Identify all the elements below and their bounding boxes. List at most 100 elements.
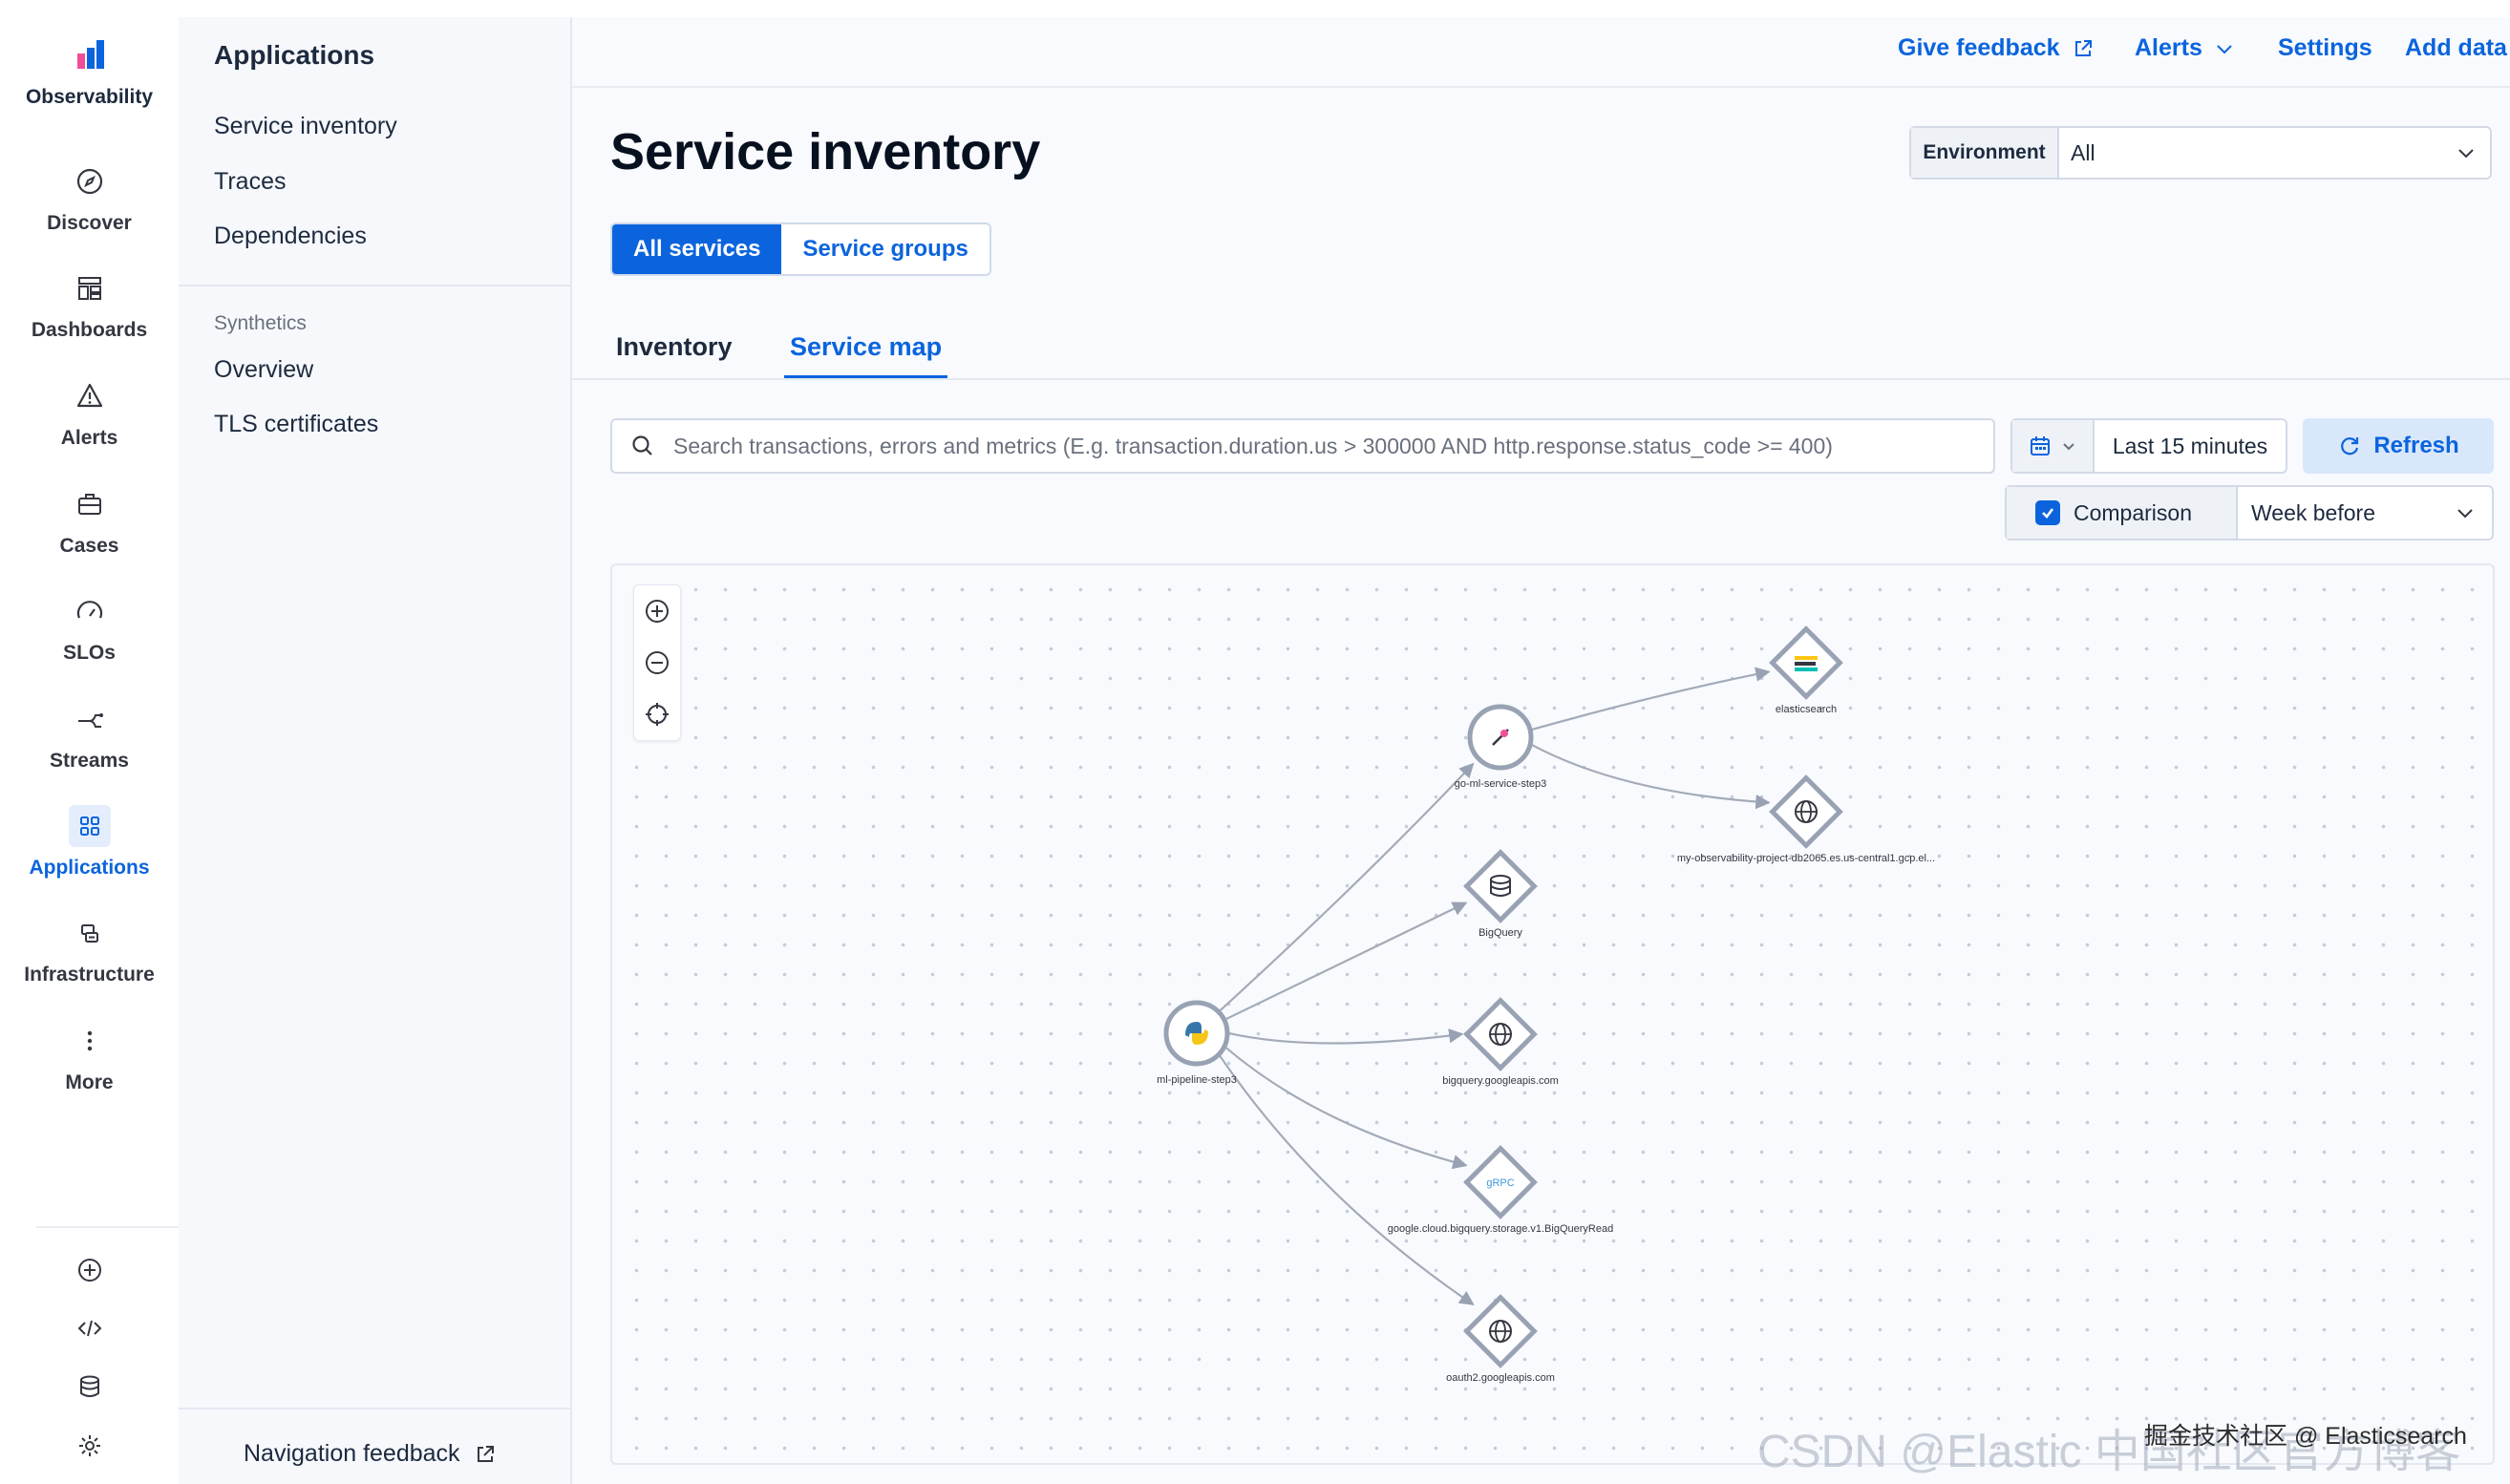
map-node-label: bigquery.googleapis.com xyxy=(1442,1075,1558,1087)
alerts-menu[interactable]: Alerts xyxy=(2135,34,2235,62)
rail-item-infrastructure[interactable]: Infrastructure xyxy=(0,912,179,986)
search-icon xyxy=(632,435,652,456)
rail-item-more[interactable]: More xyxy=(0,1020,179,1094)
map-zoom-controls xyxy=(633,584,681,741)
brand-label: Observability xyxy=(25,86,154,108)
search-input[interactable] xyxy=(673,433,1993,459)
subnav-link-overview[interactable]: Overview xyxy=(214,356,314,383)
tab-service-map[interactable]: Service map xyxy=(784,332,948,379)
watermark-overlay: 掘金技术社区 @ Elasticsearch xyxy=(2144,1423,2467,1450)
chevron-down-icon xyxy=(2458,149,2474,159)
subnav-link-dependencies[interactable]: Dependencies xyxy=(214,223,367,249)
comparison-checkbox[interactable] xyxy=(2035,500,2060,525)
rail-label-alerts: Alerts xyxy=(60,427,118,449)
center-map-button[interactable] xyxy=(634,689,680,740)
page-title: Service inventory xyxy=(610,123,1041,180)
map-edge-ml-pipeline-step3-to-bigquery-api[interactable] xyxy=(1228,1028,1464,1045)
map-node-bigquery-api[interactable]: bigquery.googleapis.com xyxy=(1442,997,1559,1087)
chevron-down-icon xyxy=(2063,443,2074,451)
zoom-in-button[interactable] xyxy=(634,585,680,637)
map-node-grpc[interactable]: gRPC google.cloud.bigquery.storage.v1.Big… xyxy=(1388,1145,1613,1235)
service-groups-button[interactable]: Service groups xyxy=(802,236,968,262)
navigation-feedback-link[interactable]: Navigation feedback xyxy=(244,1440,497,1468)
give-feedback-link[interactable]: Give feedback xyxy=(1898,34,2095,62)
rail-label-discover: Discover xyxy=(47,212,132,234)
external-link-icon xyxy=(2074,39,2092,56)
settings-link[interactable]: Settings xyxy=(2278,34,2372,61)
give-feedback-label: Give feedback xyxy=(1898,34,2060,61)
subnav-link-tls-certificates[interactable]: TLS certificates xyxy=(214,411,379,437)
service-map-canvas[interactable]: ml-pipeline-step3 go-ml-service-step3 elas… xyxy=(610,563,2495,1465)
map-node-bigquery[interactable]: BigQuery xyxy=(1463,849,1538,939)
map-edge-ml-pipeline-step3-to-go-ml-service-step3[interactable] xyxy=(1219,762,1475,1012)
map-node-label: BigQuery xyxy=(1478,927,1522,939)
map-node-go-ml-service-step3[interactable]: go-ml-service-step3 xyxy=(1455,704,1547,790)
crosshair-icon xyxy=(646,703,669,726)
map-node-my-observability[interactable]: my-observability-project-db2065.es.us-ce… xyxy=(1677,774,1935,864)
map-edge-ml-pipeline-step3-to-oauth2[interactable] xyxy=(1219,1055,1475,1305)
left-rail: Observability Discover Dashboards Alerts… xyxy=(0,0,179,1484)
observability-logo-icon xyxy=(76,40,104,69)
comparison-period-value: Week before xyxy=(2251,499,2375,525)
secondary-nav: Applications Service inventory Traces De… xyxy=(179,17,572,1484)
brand-logo[interactable]: Observability xyxy=(0,34,179,109)
zoom-out-icon xyxy=(646,651,669,674)
add-circle-icon[interactable] xyxy=(76,1257,103,1283)
database-icon[interactable] xyxy=(76,1373,103,1400)
rail-label-dashboards: Dashboards xyxy=(31,319,148,341)
service-view-toggle: All services Service groups xyxy=(610,223,991,276)
infrastructure-icon xyxy=(80,924,98,943)
comparison-label: Comparison xyxy=(2074,499,2192,525)
rail-item-discover[interactable]: Discover xyxy=(0,160,179,235)
map-edge-go-ml-service-step3-to-my-observability[interactable] xyxy=(1531,744,1771,810)
refresh-button[interactable]: Refresh xyxy=(2303,418,2494,474)
zoom-out-button[interactable] xyxy=(634,637,680,689)
subnav-link-traces[interactable]: Traces xyxy=(214,168,287,195)
rail-item-dashboards[interactable]: Dashboards xyxy=(0,267,179,342)
refresh-icon xyxy=(2341,437,2359,456)
environment-label: Environment xyxy=(1911,128,2059,178)
environment-value: All xyxy=(2071,139,2095,165)
svg-text:gRPC: gRPC xyxy=(1486,1177,1514,1189)
map-edge-ml-pipeline-step3-to-grpc[interactable] xyxy=(1224,1047,1468,1170)
watermark: CSDN @Elastic 中国社区官方博客 xyxy=(1757,1427,2461,1477)
date-range-label[interactable]: Last 15 minutes xyxy=(2112,433,2268,458)
map-edge-ml-pipeline-step3-to-bigquery[interactable] xyxy=(1225,901,1468,1021)
go-icon xyxy=(1492,729,1509,746)
rail-item-slos[interactable]: SLOs xyxy=(0,590,179,665)
comparison-toggle[interactable]: Comparison xyxy=(2007,487,2238,539)
map-node-label: google.cloud.bigquery.storage.v1.BigQuer… xyxy=(1388,1223,1613,1235)
rail-item-applications[interactable]: Applications xyxy=(0,805,179,880)
map-edge-go-ml-service-step3-to-elasticsearch[interactable] xyxy=(1531,667,1771,731)
tab-inventory[interactable]: Inventory xyxy=(616,332,733,361)
rail-item-alerts[interactable]: Alerts xyxy=(0,375,179,450)
globe-icon xyxy=(1795,800,1818,823)
code-icon[interactable] xyxy=(76,1315,103,1342)
map-node-ml-pipeline-step3[interactable]: ml-pipeline-step3 xyxy=(1157,1000,1237,1086)
rail-divider xyxy=(36,1226,179,1228)
comparison-period-select[interactable]: Week before xyxy=(2238,487,2492,539)
alerts-menu-label: Alerts xyxy=(2135,34,2202,61)
rail-item-streams[interactable]: Streams xyxy=(0,698,179,773)
chevron-down-icon xyxy=(2217,44,2232,53)
quick-select-button[interactable] xyxy=(2012,420,2095,472)
add-data-link[interactable]: Add data xyxy=(2405,34,2507,61)
rail-label-streams: Streams xyxy=(50,750,129,772)
dashboard-icon xyxy=(77,277,101,300)
environment-select[interactable]: Environment All xyxy=(1909,126,2492,180)
map-node-label: go-ml-service-step3 xyxy=(1455,778,1547,790)
rail-label-slos: SLOs xyxy=(63,642,116,664)
elasticsearch-icon xyxy=(1795,656,1818,671)
service-map-graph: ml-pipeline-step3 go-ml-service-step3 elas… xyxy=(1157,625,1935,1384)
tabs-divider xyxy=(572,378,2510,380)
subnav-link-service-inventory[interactable]: Service inventory xyxy=(214,113,397,139)
python-icon xyxy=(1185,1022,1208,1045)
gear-icon[interactable] xyxy=(76,1432,103,1459)
all-services-button[interactable]: All services xyxy=(612,224,782,274)
map-node-elasticsearch[interactable]: elasticsearch xyxy=(1769,625,1843,715)
rail-item-cases[interactable]: Cases xyxy=(0,483,179,558)
subnav-divider xyxy=(179,285,570,286)
map-node-oauth2[interactable]: oauth2.googleapis.com xyxy=(1446,1294,1555,1384)
search-bar xyxy=(610,418,1995,474)
compass-icon xyxy=(76,168,102,195)
